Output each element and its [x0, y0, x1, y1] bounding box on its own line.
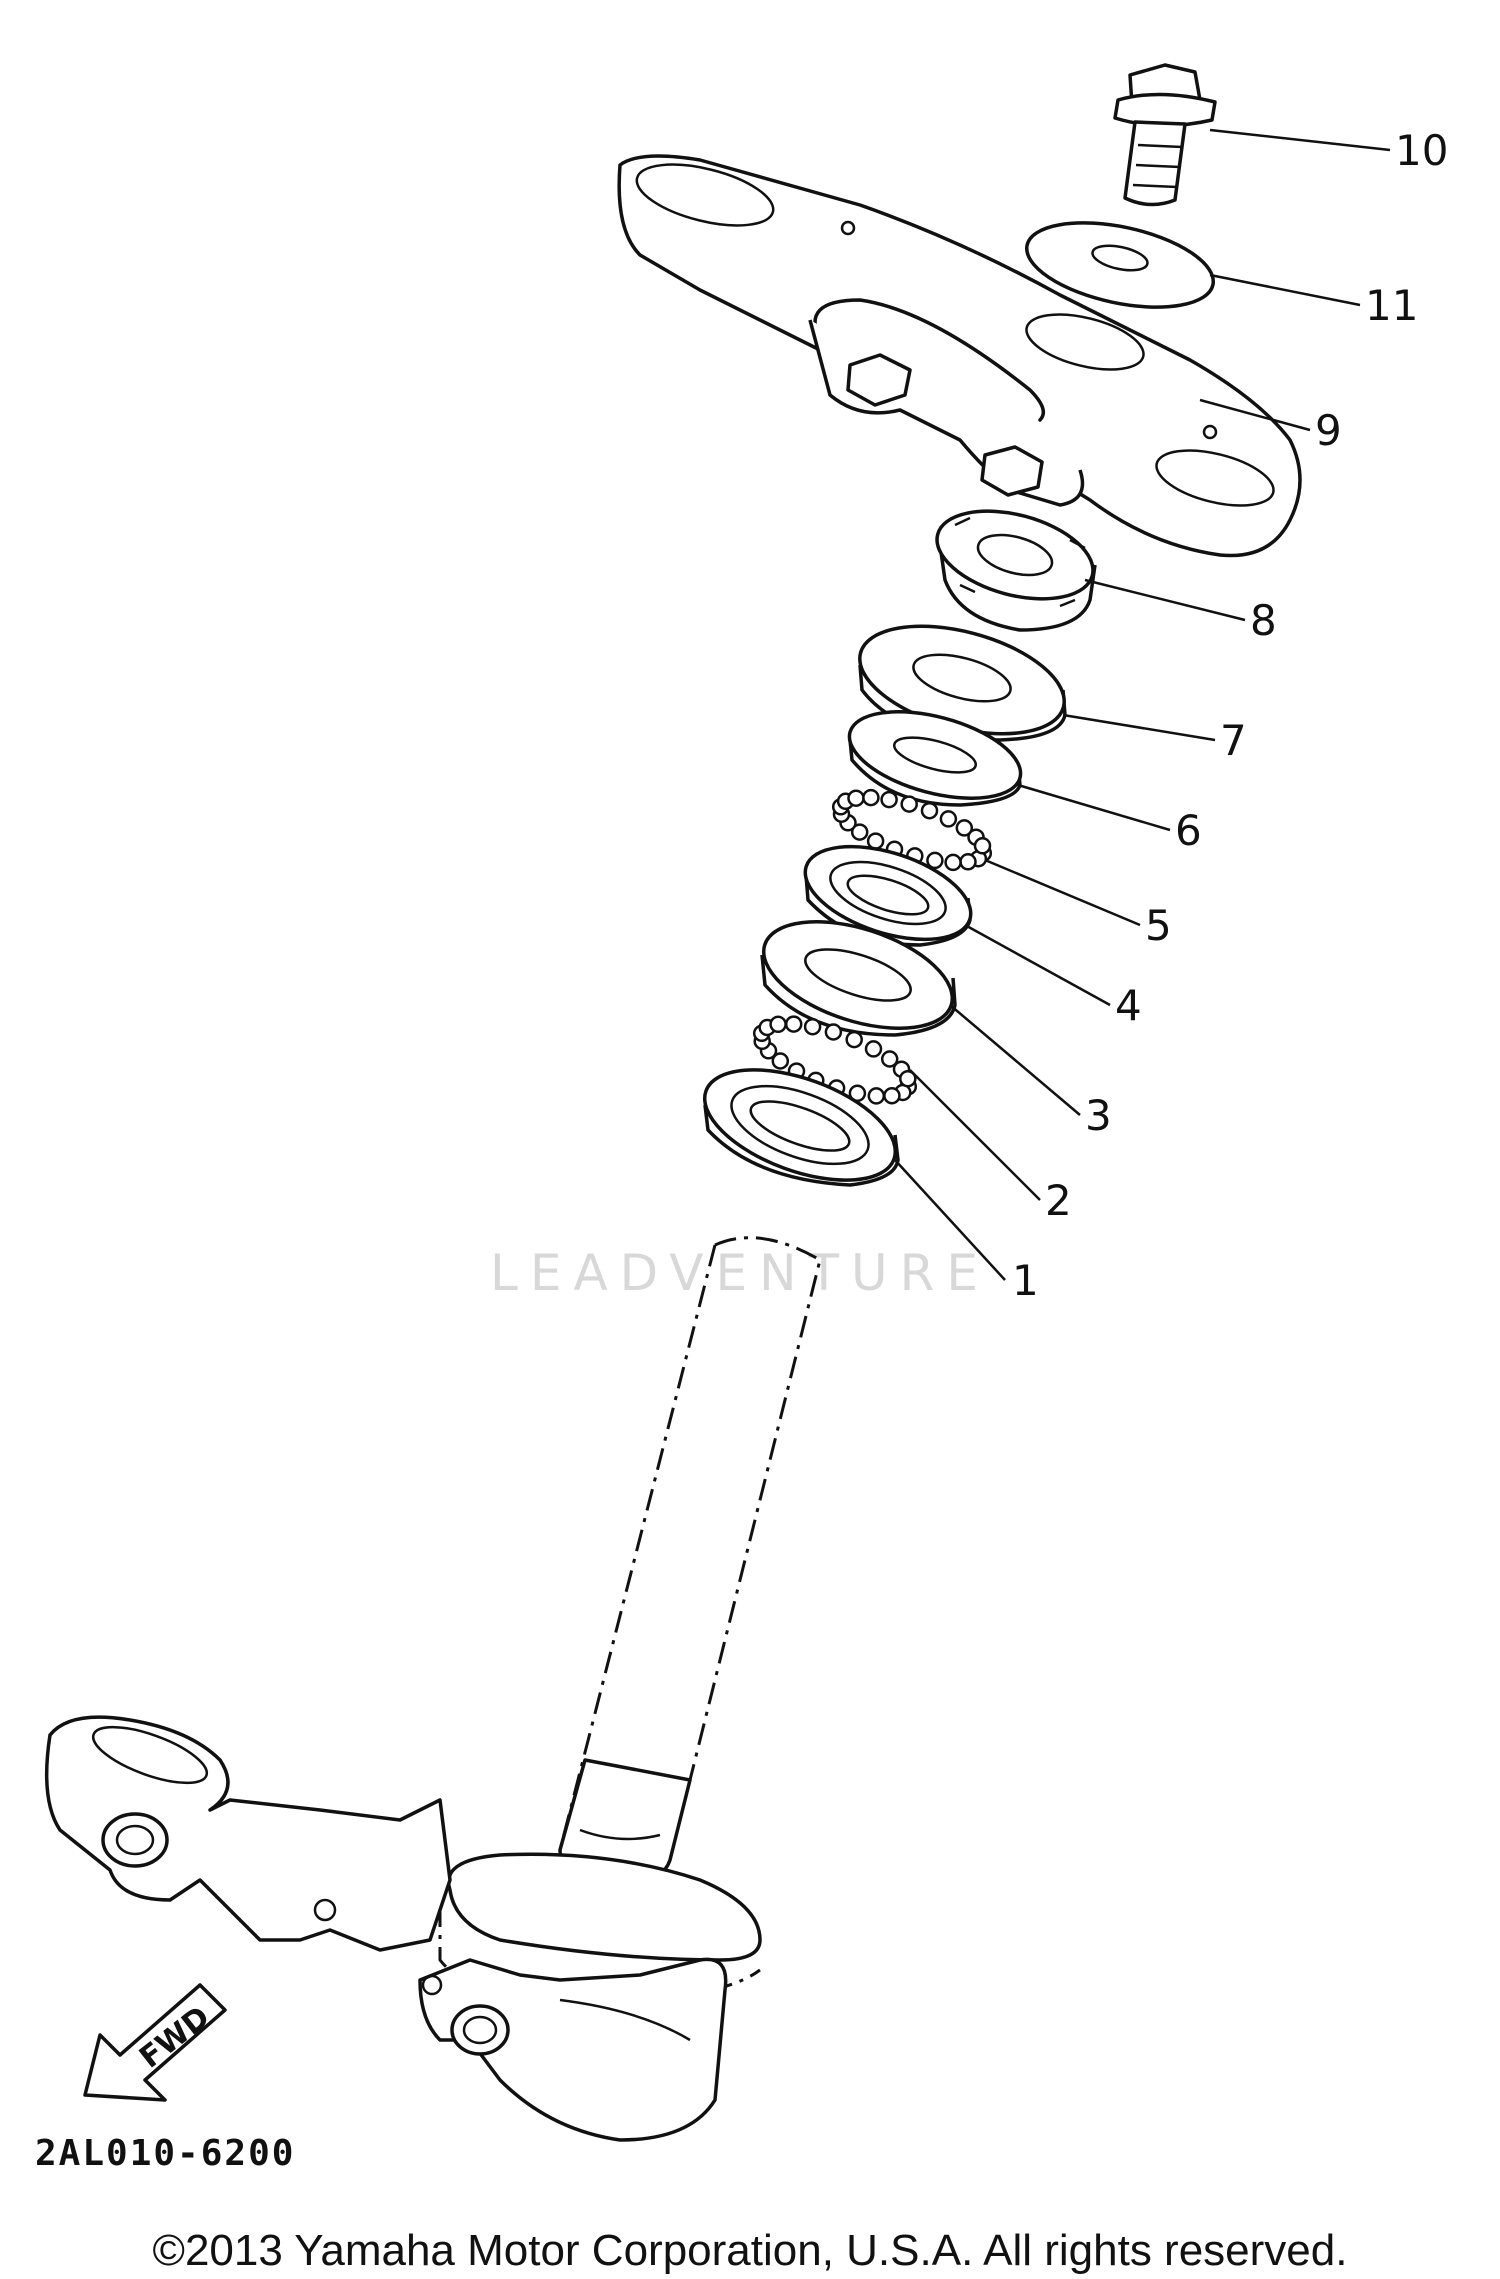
bearing-ball — [973, 837, 992, 855]
watermark-text: LEADVENTURE — [490, 1244, 990, 1302]
bearing-ball — [959, 853, 977, 871]
leader-lines — [894, 128, 1391, 1281]
callout-2: 2 — [1045, 1176, 1072, 1225]
part-3-bearing-race[interactable] — [751, 901, 966, 1049]
diagram-code: 2AL010-6200 — [35, 2133, 295, 2174]
part-1-bearing-race[interactable] — [690, 1048, 909, 1203]
part-9-upper-bracket[interactable] — [617, 153, 1302, 558]
bearing-ball — [784, 1015, 803, 1033]
callout-11: 11 — [1365, 281, 1418, 330]
callout-5: 5 — [1145, 901, 1172, 950]
bearing-ball — [864, 1040, 883, 1058]
bearing-ball — [920, 801, 939, 820]
part-10-bolt[interactable] — [1113, 63, 1217, 207]
bearing-ball — [880, 790, 898, 809]
copyright-notice: ©2013 Yamaha Motor Corporation, U.S.A. A… — [152, 2226, 1348, 2275]
bearing-ball — [845, 1030, 863, 1049]
callout-6: 6 — [1175, 806, 1202, 855]
part-2-ball-bearings[interactable] — [752, 1015, 918, 1105]
bearing-ball — [955, 819, 974, 837]
bearing-ball — [867, 1087, 886, 1105]
bearing-ball — [899, 1069, 917, 1088]
bearing-ball — [880, 1050, 899, 1068]
bearing-ball — [900, 795, 918, 813]
callout-4: 4 — [1115, 981, 1142, 1030]
under-bracket-steering-stem[interactable] — [44, 1236, 822, 2142]
bearing-ball — [847, 789, 865, 807]
bearing-ball — [862, 788, 880, 807]
bearing-ball — [850, 823, 869, 841]
part-11-washer[interactable] — [1019, 208, 1221, 322]
bearing-ball — [824, 1023, 843, 1041]
bearing-ball — [944, 853, 962, 872]
callout-8: 8 — [1250, 596, 1277, 645]
bearing-ball — [883, 1086, 901, 1105]
bearing-ball — [803, 1017, 822, 1036]
callout-3: 3 — [1085, 1091, 1112, 1140]
bearing-ball — [771, 1052, 790, 1070]
part-6-bearing-race[interactable] — [840, 696, 1030, 815]
part-8-ring-nut[interactable] — [927, 496, 1102, 632]
callout-1: 1 — [1012, 1256, 1039, 1305]
fwd-arrow-icon: FWD — [83, 1983, 227, 2102]
callout-10: 10 — [1395, 126, 1448, 175]
bearing-ball — [769, 1015, 787, 1034]
bearing-ball — [926, 851, 944, 870]
callout-7: 7 — [1220, 716, 1247, 765]
callout-9: 9 — [1315, 406, 1342, 455]
bearing-ball — [939, 810, 958, 828]
